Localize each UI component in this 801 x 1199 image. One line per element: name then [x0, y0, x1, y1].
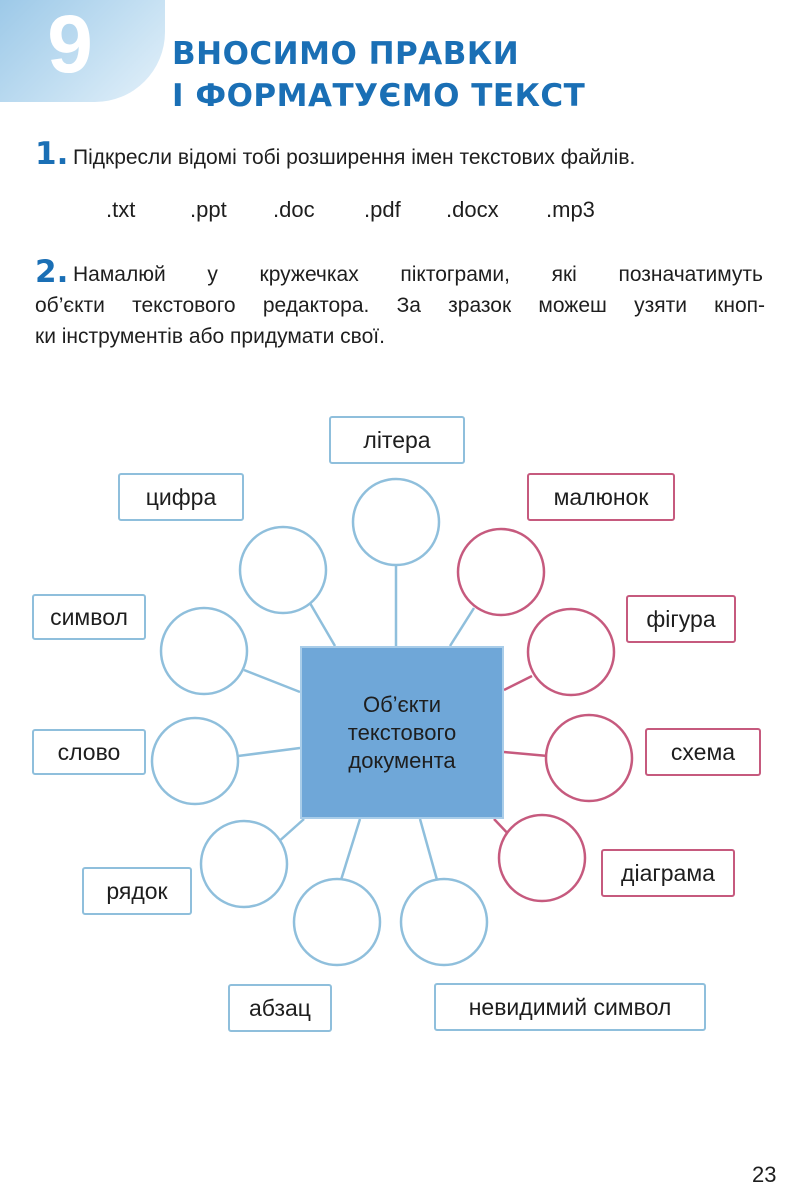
task2-text-line2: об’єкти текстового редактора. За зразок …	[35, 294, 765, 317]
extension-txt[interactable]: .txt	[106, 197, 136, 222]
task2-text-line3: ки інструментів або придумати свої.	[35, 325, 385, 348]
label-symvol: символ	[32, 594, 146, 640]
drawing-circle-maliunok[interactable]	[456, 527, 546, 617]
drawing-circle-riadok[interactable]	[199, 819, 289, 909]
extension-mp3[interactable]: .mp3	[546, 197, 595, 222]
label-riadok: рядок	[82, 867, 192, 915]
connector-line	[418, 818, 439, 881]
drawing-circle-litera[interactable]	[351, 477, 441, 567]
chapter-number: 9	[47, 0, 93, 90]
label-abzats: абзац	[228, 984, 332, 1032]
connector-line	[237, 746, 301, 758]
label-diahrama: діаграма	[601, 849, 735, 897]
page-number: 23	[752, 1162, 777, 1187]
center-line2: текстового	[347, 719, 457, 745]
connector-line	[243, 668, 301, 694]
chapter-tab	[0, 0, 165, 102]
drawing-circle-symvol[interactable]	[159, 606, 249, 696]
label-skhema: схема	[645, 728, 761, 776]
page-title-line1: ВНОСИМО ПРАВКИ	[172, 36, 520, 72]
label-slovo: слово	[32, 729, 146, 775]
task2-number: 2.	[35, 254, 69, 290]
connector-line	[503, 750, 549, 758]
center-box: Об’єкти текстового документа	[300, 646, 504, 819]
task1-text: Підкресли відомі тобі розширення імен те…	[73, 146, 636, 169]
extension-docx[interactable]: .docx	[446, 197, 499, 222]
extension-ppt[interactable]: .ppt	[190, 197, 227, 222]
center-line1: Об’єкти	[362, 691, 442, 717]
label-litera: літера	[329, 416, 465, 464]
label-tsyfra: цифра	[118, 473, 244, 521]
drawing-circle-nevydymyi[interactable]	[399, 877, 489, 967]
extension-pdf[interactable]: .pdf	[364, 197, 401, 222]
drawing-circle-abzats[interactable]	[292, 877, 382, 967]
extension-doc[interactable]: .doc	[273, 197, 315, 222]
drawing-circle-tsyfra[interactable]	[238, 525, 328, 615]
connector-line	[448, 607, 476, 647]
label-fihura: фігура	[626, 595, 736, 643]
connector-line	[339, 818, 362, 881]
connector-line	[305, 597, 337, 647]
drawing-circle-diahrama[interactable]	[497, 813, 587, 903]
drawing-circle-skhema[interactable]	[544, 713, 634, 803]
label-maliunok: малюнок	[527, 473, 675, 521]
label-nevydymyi-symvol: невидимий символ	[434, 983, 706, 1031]
connector-line	[503, 674, 533, 692]
drawing-circle-fihura[interactable]	[526, 607, 616, 697]
task1-number: 1.	[35, 136, 69, 172]
page-title-line2: І ФОРМАТУЄМО ТЕКСТ	[172, 78, 586, 114]
task2-text-line1: Намалюй у кружечках піктограми, які позн…	[73, 263, 763, 286]
drawing-circle-slovo[interactable]	[150, 716, 240, 806]
center-line3: документа	[348, 747, 456, 773]
